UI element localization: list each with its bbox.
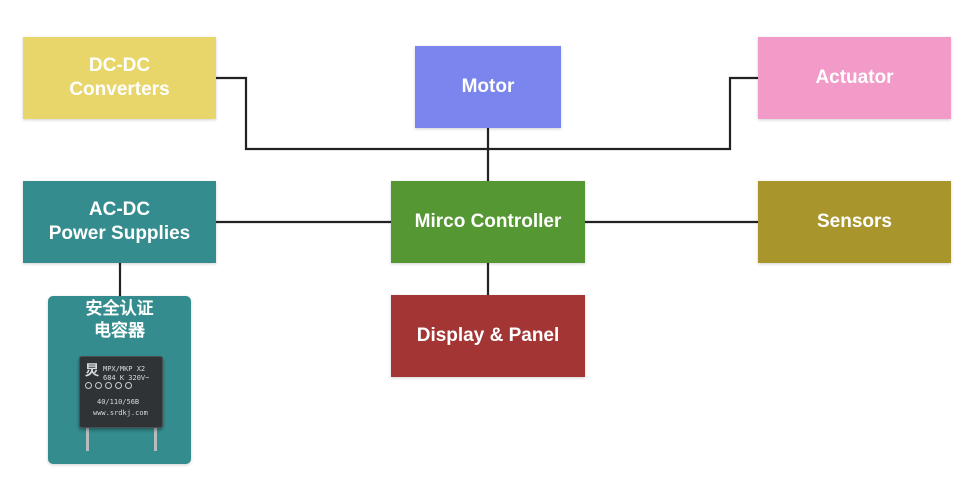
capacitor-leg-left <box>86 428 89 451</box>
display-panel-label: Display & Panel <box>416 325 560 346</box>
capacitor-logo: 炅 <box>85 363 99 379</box>
sensors-block: Sensors <box>758 181 951 263</box>
wire-actuator <box>488 76 758 151</box>
capacitor-image: 炅 MPX/MKP X2 684 K 320V~ 40/110/56B www.… <box>79 356 163 428</box>
safety-capacitor-title: 安全认证 电容器 <box>85 299 154 341</box>
motor-block: Motor <box>415 46 561 128</box>
micro-controller-block: Mirco Controller <box>391 181 585 263</box>
capacitor-leg-right <box>154 428 157 451</box>
dcdc-converters-label: DC-DC Converters <box>69 55 170 100</box>
sensors-label: Sensors <box>817 211 892 232</box>
actuator-block: Actuator <box>758 37 951 119</box>
acdc-power-supplies-block: AC-DC Power Supplies <box>23 181 216 263</box>
wire-dcdc <box>216 76 488 151</box>
capacitor-marking-line3: 40/110/56B <box>97 398 140 406</box>
dcdc-converters-block: DC-DC Converters <box>23 37 216 119</box>
capacitor-marking-line2: 684 K 320V~ <box>103 374 150 382</box>
capacitor-marking-line4: www.srdkj.com <box>93 409 148 417</box>
micro-controller-label: Mirco Controller <box>414 211 562 232</box>
motor-label: Motor <box>461 76 515 97</box>
safety-capacitor-panel: 安全认证 电容器 炅 MPX/MKP X2 684 K 320V~ 40/110… <box>48 296 191 464</box>
capacitor-marking-line1: MPX/MKP X2 <box>103 365 146 373</box>
actuator-label: Actuator <box>815 67 894 88</box>
display-panel-block: Display & Panel <box>391 295 585 377</box>
capacitor-cert-marks-icon <box>85 382 133 390</box>
acdc-power-supplies-label: AC-DC Power Supplies <box>48 199 191 244</box>
